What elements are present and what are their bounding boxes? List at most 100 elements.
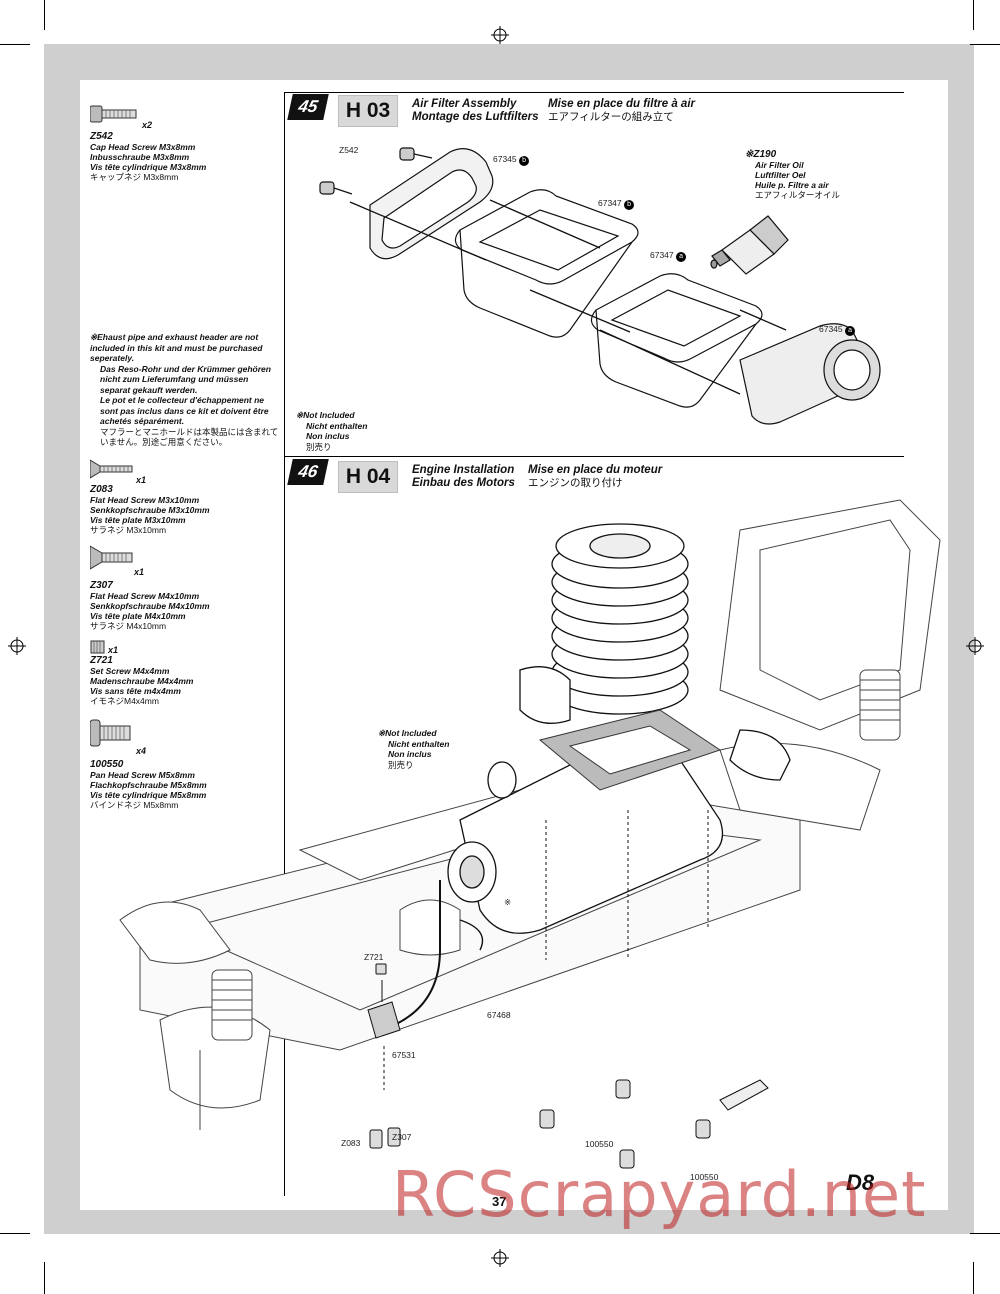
part-name-jp: サラネジ M3x10mm — [90, 525, 167, 535]
part-qty: x2 — [142, 120, 153, 130]
exhaust-note: ※Ehaust pipe and exhaust header are not … — [90, 332, 280, 448]
brand-logo: D8 — [846, 1170, 875, 1195]
page-frame-bottom — [44, 1210, 974, 1234]
screw-flat-head-icon — [89, 545, 136, 576]
step-code-h04: H 04 — [338, 461, 398, 493]
callout-67468: 67468 — [487, 1010, 511, 1020]
step46-not-included: ※Not Included Nicht enthalten Non inclus… — [378, 728, 488, 770]
part-code: Z083 — [90, 484, 113, 495]
step46-top-line — [284, 456, 904, 457]
registration-mark-left — [8, 637, 26, 655]
part-name-en: Set Screw M4x4mm — [90, 666, 170, 676]
part-qty: x1 — [134, 567, 145, 577]
title-de: Montage des Luftfilters — [412, 111, 539, 123]
title-fr: Mise en place du moteur — [528, 464, 663, 476]
variant-badge: b — [624, 200, 635, 210]
callout-z542: Z542 — [339, 145, 359, 155]
part-name-en: Flat Head Screw M4x10mm — [90, 591, 200, 601]
crop-mark — [0, 1233, 30, 1234]
part-name-fr: Vis tête plate M3x10mm — [90, 515, 186, 525]
crop-mark — [970, 1233, 1000, 1234]
title-en: Air Filter Assembly — [412, 98, 517, 110]
part-name-de: Senkkopfschraube M4x10mm — [90, 601, 210, 611]
screw-flat-head-icon — [89, 458, 136, 485]
step45-not-included: ※Not Included Nicht enthalten Non inclus… — [296, 410, 406, 452]
step46-title-alt: Mise en place du moteur エンジンの取り付け — [528, 464, 662, 490]
air-filter-oil-label: ※Z190 Air Filter Oil Luftfilter Oel Huil… — [745, 149, 855, 201]
page-frame-left — [44, 44, 80, 1229]
oil-en: Air Filter Oil — [755, 160, 804, 170]
ni-fr: Non inclus — [306, 431, 350, 441]
callout-number: 67345 — [493, 154, 517, 164]
part-z083: Z083 Flat Head Screw M3x10mm Senkkopfsch… — [90, 484, 280, 536]
page-frame-top — [44, 44, 974, 80]
callout-number: 67347 — [650, 250, 674, 260]
callout-number: 67345 — [819, 324, 843, 334]
registration-mark-bottom — [491, 1249, 509, 1267]
part-name-jp: キャップネジ M3x8mm — [90, 172, 179, 182]
variant-badge: a — [676, 252, 687, 262]
part-name-en: Pan Head Screw M5x8mm — [90, 770, 195, 780]
part-name-fr: Vis tête cylindrique M3x8mm — [90, 162, 207, 172]
crop-mark — [44, 0, 45, 30]
variant-badge: a — [845, 326, 856, 336]
step45-top-line — [284, 92, 904, 93]
page-number: 37 — [492, 1194, 507, 1209]
step45-title-alt: Mise en place du filtre à air エアフィルターの組み… — [548, 98, 695, 124]
part-code: 100550 — [90, 759, 124, 770]
title-en: Engine Installation — [412, 464, 515, 476]
oil-code: ※Z190 — [745, 149, 777, 160]
callout-z083: Z083 — [341, 1138, 361, 1148]
screw-pan-head-icon — [89, 718, 136, 753]
callout-100550-a: 100550 — [585, 1139, 614, 1149]
part-qty: x4 — [136, 746, 147, 756]
part-qty: x1 — [108, 645, 119, 655]
part-name-de: Madenschraube M4x4mm — [90, 676, 194, 686]
ni-fr: Non inclus — [388, 749, 432, 759]
part-name-en: Cap Head Screw M3x8mm — [90, 142, 196, 152]
title-fr: Mise en place du filtre à air — [548, 98, 695, 110]
note-de: Das Reso-Rohr und der Krümmer gehören ni… — [100, 363, 271, 395]
crop-mark — [0, 44, 30, 45]
part-code: Z721 — [90, 655, 113, 666]
part-z542: Z542 Cap Head Screw M3x8mm Inbusschraube… — [90, 131, 280, 183]
registration-mark-top — [491, 26, 509, 44]
engine-installation-diagram — [119, 499, 941, 1169]
part-name-fr: Vis sans tête m4x4mm — [90, 686, 181, 696]
ni-de: Nicht enthalten — [388, 738, 450, 749]
callout-67345a: 67345 a — [819, 324, 856, 336]
step46-border — [284, 456, 285, 1196]
step-code-h03: H 03 — [338, 95, 398, 127]
part-code: Z307 — [90, 580, 113, 591]
step-number-46: 46 — [287, 459, 329, 485]
ni-en: ※Not Included — [296, 410, 355, 420]
part-name-jp: イモネジM4x4mm — [90, 696, 159, 706]
part-100550: 100550 Pan Head Screw M5x8mm Flachkopfsc… — [90, 759, 280, 811]
part-name-jp: バインドネジ M5x8mm — [90, 800, 179, 810]
registration-mark-right — [966, 637, 984, 655]
step45-border — [284, 92, 285, 457]
step-number-45: 45 — [287, 94, 329, 120]
crop-mark — [970, 44, 1000, 45]
callout-100550-b: 100550 — [690, 1172, 719, 1182]
part-name-fr: Vis tête cylindrique M5x8mm — [90, 790, 207, 800]
set-screw-icon — [90, 640, 106, 659]
step45-title: Air Filter Assembly Montage des Luftfilt… — [412, 98, 539, 124]
part-name-de: Flachkopfschraube M5x8mm — [90, 780, 207, 790]
crop-mark — [973, 1262, 974, 1294]
oil-de: Luftfilter Oel — [755, 170, 806, 180]
part-name-jp: サラネジ M4x10mm — [90, 621, 167, 631]
callout-67531: 67531 — [392, 1050, 416, 1060]
title-jp: エンジンの取り付け — [528, 477, 623, 489]
screw-cap-head-icon — [89, 104, 140, 129]
watermark: RCScrapyard.net — [392, 1158, 927, 1231]
callout-number: 67347 — [598, 198, 622, 208]
callout-z721: Z721 — [364, 952, 384, 962]
air-filter-exploded-diagram — [319, 147, 881, 425]
part-name-fr: Vis tête plate M4x10mm — [90, 611, 186, 621]
part-z307: Z307 Flat Head Screw M4x10mm Senkkopfsch… — [90, 580, 280, 632]
part-code: Z542 — [90, 131, 113, 142]
part-name-en: Flat Head Screw M3x10mm — [90, 495, 200, 505]
callout-67345b: 67345 b — [493, 154, 530, 166]
oil-jp: エアフィルターオイル — [755, 190, 840, 200]
